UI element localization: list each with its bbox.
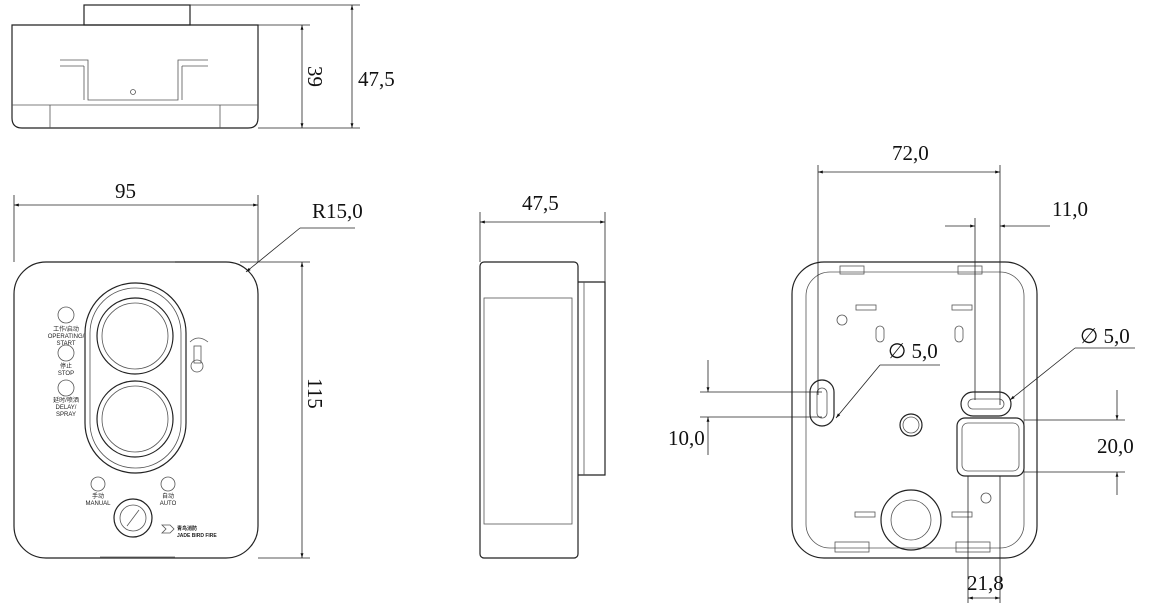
- back-view: 72,0 11,0 ∅ 5,0 ∅ 5,0 10,0 20,0 21,8: [668, 141, 1135, 603]
- label-delay-en1: DELAY/: [56, 405, 77, 411]
- dim-hole-right: ∅ 5,0: [1080, 324, 1130, 348]
- logo-cn: 青鸟消防: [177, 525, 197, 532]
- label-auto-en: AUTO: [160, 501, 177, 507]
- dim-72: 72,0: [892, 141, 929, 165]
- label-operating-en1: OPERATING/: [48, 334, 85, 340]
- dim-39: 39: [303, 66, 327, 87]
- dim-95: 95: [115, 179, 136, 203]
- label-auto-cn: 自动: [162, 492, 174, 500]
- dim-hole-left: ∅ 5,0: [888, 339, 938, 363]
- dim-10: 10,0: [668, 426, 705, 450]
- label-delay-cn: 延时/喷洒: [53, 396, 79, 404]
- label-stop-en: STOP: [58, 371, 74, 377]
- label-operating-cn: 工作/启动: [53, 325, 79, 333]
- top-view: 39 47,5: [11, 4, 395, 129]
- label-delay-en2: SPRAY: [56, 412, 76, 418]
- dim-47-5-top: 47,5: [358, 67, 395, 91]
- dim-20: 20,0: [1097, 434, 1134, 458]
- label-stop-cn: 停止: [60, 362, 72, 370]
- label-operating-en2: START: [56, 341, 75, 347]
- label-manual-en: MANUAL: [85, 501, 111, 507]
- dim-r15: R15,0: [312, 199, 363, 223]
- front-view: 工作/启动 OPERATING/ START 停止 STOP 延时/喷洒 DEL…: [13, 179, 363, 559]
- logo-icon: [161, 524, 175, 534]
- side-view: 47,5: [479, 191, 606, 559]
- dim-115: 115: [303, 378, 327, 409]
- dim-11: 11,0: [1052, 197, 1088, 221]
- dim-21-8: 21,8: [967, 571, 1004, 595]
- label-manual-cn: 手动: [92, 492, 104, 500]
- dim-47-5-side: 47,5: [522, 191, 559, 215]
- logo-en: JADE BIRD FIRE: [177, 533, 217, 539]
